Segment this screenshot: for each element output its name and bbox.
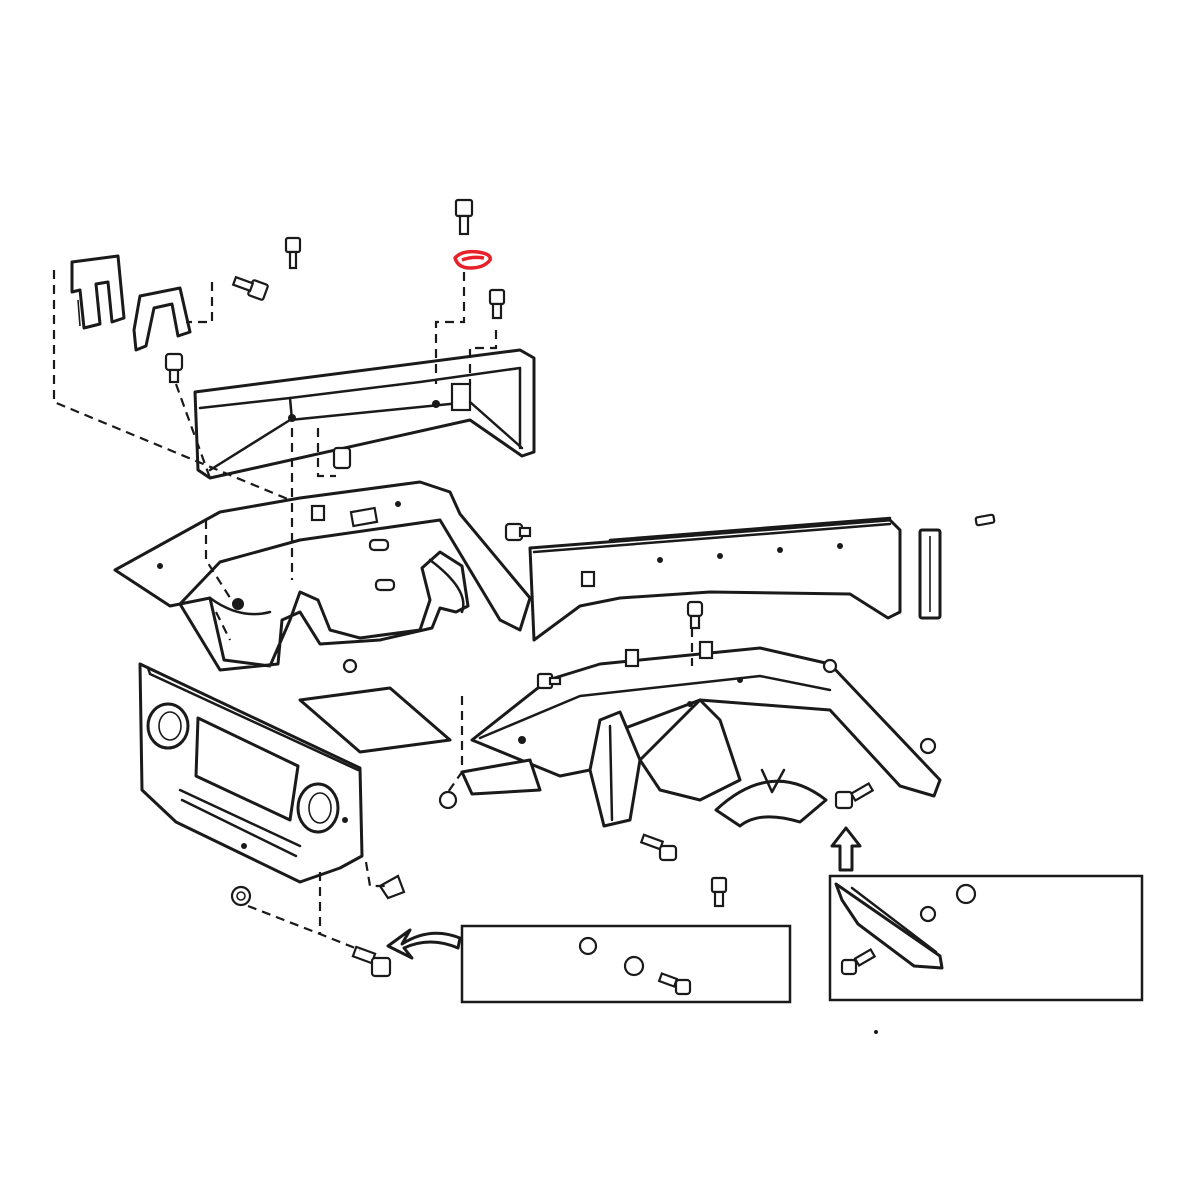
- bolt-icon: [454, 198, 474, 236]
- nut-icon: [342, 658, 358, 674]
- up-arrow-icon: [830, 826, 862, 872]
- bolt-icon: [488, 288, 506, 320]
- bolt-icon: [504, 522, 532, 542]
- u-bracket-right: [132, 286, 192, 352]
- bolt-icon: [351, 945, 392, 978]
- bolt-icon: [284, 236, 302, 270]
- nut-icon: [230, 885, 252, 907]
- speck: [874, 1030, 878, 1034]
- bolt-icon: [834, 782, 875, 810]
- nut-icon: [919, 737, 937, 755]
- curved-arrow-icon: [386, 928, 462, 960]
- bolt-icon: [639, 833, 678, 862]
- spacer-icon: [332, 446, 352, 470]
- instrument-panel-left: [113, 480, 532, 672]
- u-bracket-left: [70, 254, 126, 330]
- bolt-icon: [686, 600, 704, 630]
- detail-inset-center: [460, 924, 792, 1004]
- bolt-icon: [710, 876, 728, 908]
- trim-strip: [918, 528, 942, 620]
- dashboard-upper-frame: [193, 348, 536, 480]
- nut-icon: [438, 790, 458, 810]
- leader-lines: [52, 270, 694, 984]
- instrument-panel-right: [460, 640, 942, 828]
- detail-inset-right: [828, 874, 1144, 1002]
- nut-icon: [822, 658, 838, 674]
- right-side-panel: [528, 516, 902, 642]
- bolt-icon: [536, 672, 562, 690]
- nut-icon: [164, 352, 184, 384]
- screw-icon: [974, 513, 996, 527]
- cover-plate: [298, 686, 452, 754]
- highlighted-clip: [453, 249, 492, 270]
- bolt-icon: [231, 275, 269, 301]
- clip-icon: [378, 874, 406, 900]
